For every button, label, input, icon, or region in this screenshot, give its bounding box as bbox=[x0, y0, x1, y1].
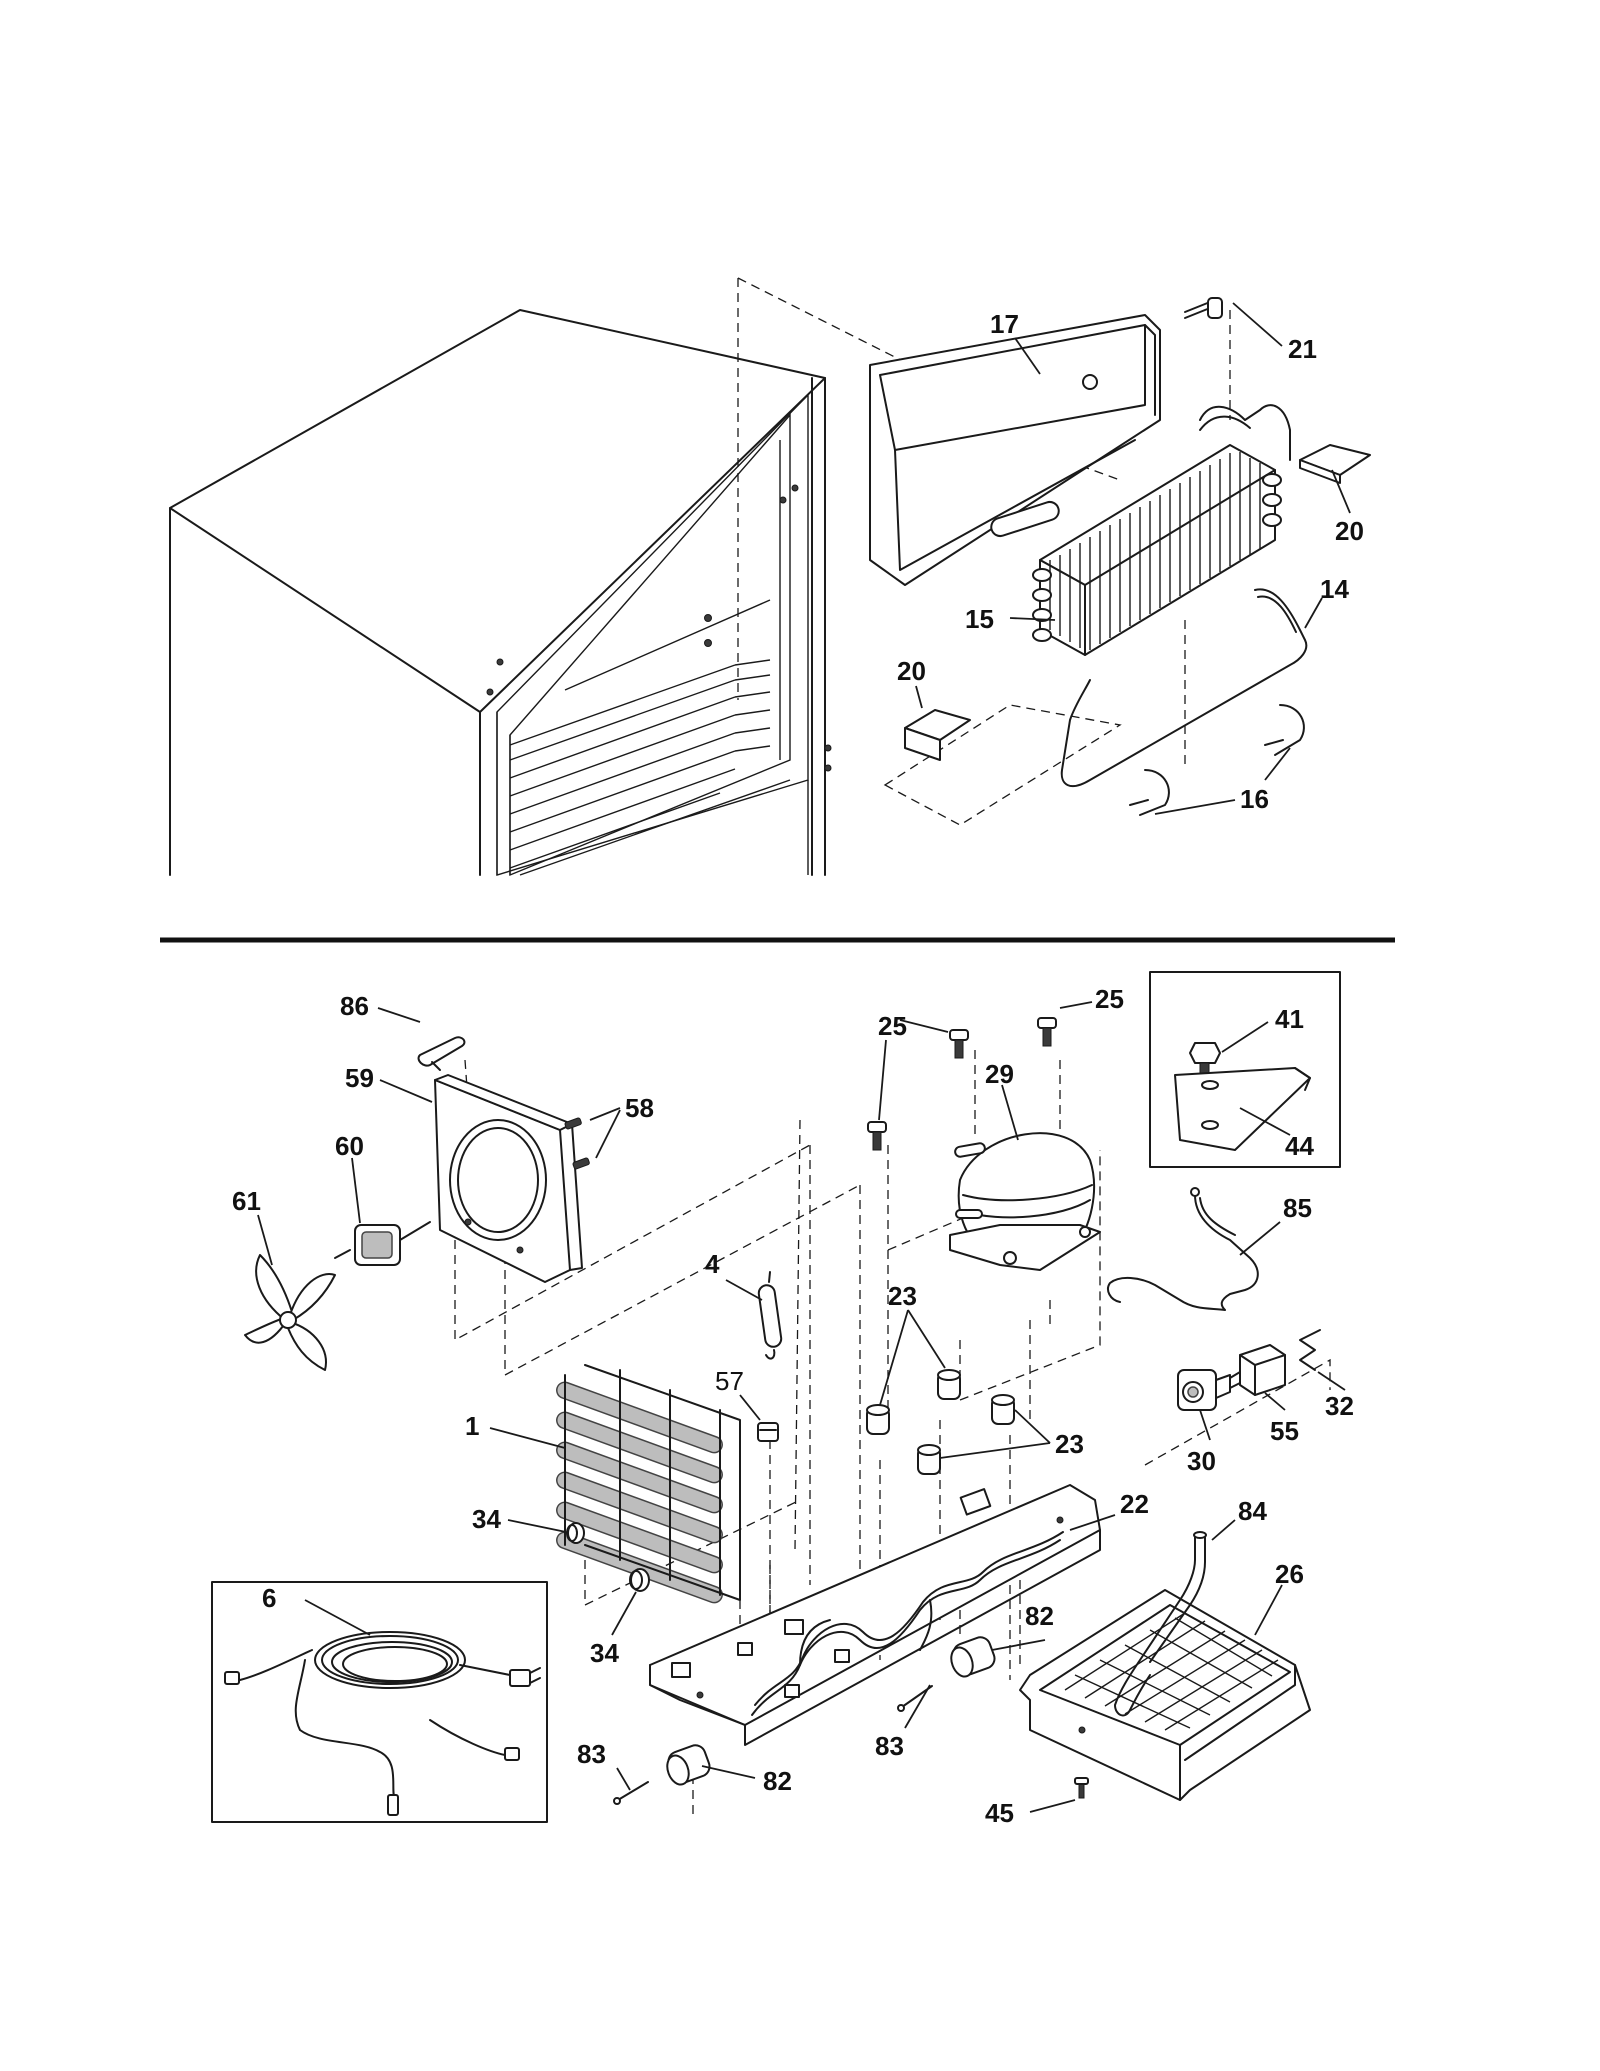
part-30-overload bbox=[1177, 1369, 1241, 1411]
label-4: 4 bbox=[705, 1249, 720, 1279]
part-17-shroud bbox=[869, 314, 1161, 586]
label-61: 61 bbox=[232, 1186, 261, 1216]
label-29: 29 bbox=[985, 1059, 1014, 1089]
part-85-tube bbox=[1107, 1187, 1259, 1311]
part-83-pin-left bbox=[613, 1781, 649, 1805]
label-23-lower: 23 bbox=[1055, 1429, 1084, 1459]
part-15-evaporator bbox=[1032, 444, 1282, 656]
part-57-clip bbox=[757, 1422, 779, 1442]
label-60: 60 bbox=[335, 1131, 364, 1161]
part-23-grommet-a bbox=[866, 1404, 890, 1435]
label-25-left: 25 bbox=[878, 1011, 907, 1041]
label-34-upper: 34 bbox=[472, 1504, 501, 1534]
label-82-left: 82 bbox=[763, 1766, 792, 1796]
part-1-condenser bbox=[556, 1364, 741, 1604]
part-6-harness bbox=[224, 1631, 541, 1816]
label-21: 21 bbox=[1288, 334, 1317, 364]
part-55-relay bbox=[1239, 1344, 1286, 1396]
label-86: 86 bbox=[340, 991, 369, 1021]
label-16: 16 bbox=[1240, 784, 1269, 814]
part-34-grommet-a bbox=[566, 1522, 585, 1544]
label-59: 59 bbox=[345, 1063, 374, 1093]
part-4-drier bbox=[757, 1271, 783, 1360]
part-34-grommet-b bbox=[629, 1568, 650, 1592]
part-25-screw-a bbox=[949, 1029, 969, 1059]
part-6-wiring-inset bbox=[211, 1581, 548, 1823]
part-82-foot-left bbox=[666, 1744, 711, 1786]
part-58-screws bbox=[564, 1107, 621, 1170]
label-20-lower: 20 bbox=[897, 656, 926, 686]
part-25-screw-b bbox=[1037, 1017, 1057, 1047]
label-44: 44 bbox=[1285, 1131, 1314, 1161]
label-1: 1 bbox=[465, 1411, 479, 1441]
label-58: 58 bbox=[625, 1093, 654, 1123]
label-25-right: 25 bbox=[1095, 984, 1124, 1014]
part-32-wire-clip bbox=[1299, 1329, 1321, 1371]
evaporator-tube-ends bbox=[1032, 473, 1282, 642]
label-41: 41 bbox=[1275, 1004, 1304, 1034]
part-16-clips bbox=[1129, 704, 1305, 816]
refrigerator-cabinet bbox=[169, 309, 832, 877]
label-17: 17 bbox=[990, 309, 1019, 339]
part-59-fan-shroud bbox=[434, 1074, 583, 1283]
part-26-drain-tray bbox=[1019, 1589, 1311, 1801]
label-23-upper: 23 bbox=[888, 1281, 917, 1311]
label-26: 26 bbox=[1275, 1559, 1304, 1589]
part-29-compressor bbox=[949, 1132, 1101, 1271]
part-14-heater bbox=[1060, 588, 1308, 788]
part-61-fan-blade bbox=[244, 1254, 336, 1371]
label-45: 45 bbox=[985, 1798, 1014, 1828]
part-82-foot-right bbox=[950, 1636, 996, 1678]
label-83-right: 83 bbox=[875, 1731, 904, 1761]
label-85: 85 bbox=[1283, 1193, 1312, 1223]
part-23-grommet-d bbox=[917, 1444, 941, 1475]
label-14: 14 bbox=[1320, 574, 1349, 604]
part-25-screw-c bbox=[867, 1121, 887, 1151]
label-84: 84 bbox=[1238, 1496, 1267, 1526]
part-86-clip bbox=[417, 1036, 466, 1071]
part-60-fan-motor bbox=[334, 1221, 431, 1266]
part-23-grommet-c bbox=[991, 1394, 1015, 1425]
label-6: 6 bbox=[262, 1583, 276, 1613]
part-21-tube-fitting bbox=[1184, 297, 1291, 461]
drain-tray-grid bbox=[1064, 1612, 1279, 1731]
part-45-screw bbox=[1074, 1777, 1089, 1799]
part-20-pad-upper bbox=[1299, 444, 1371, 484]
label-82-right: 82 bbox=[1025, 1601, 1054, 1631]
label-83-left: 83 bbox=[577, 1739, 606, 1769]
bottom-leaders bbox=[257, 1001, 1346, 1813]
label-55: 55 bbox=[1270, 1416, 1299, 1446]
cabinet-ribs bbox=[509, 659, 771, 869]
label-30: 30 bbox=[1187, 1446, 1216, 1476]
label-22: 22 bbox=[1120, 1489, 1149, 1519]
part-22-base-pan bbox=[649, 1484, 1101, 1746]
part-20-pad-lower bbox=[904, 709, 971, 761]
label-32: 32 bbox=[1325, 1391, 1354, 1421]
label-34-lower: 34 bbox=[590, 1638, 619, 1668]
label-20-upper: 20 bbox=[1335, 516, 1364, 546]
top-leaders bbox=[915, 302, 1351, 815]
part-84-drain-tube bbox=[1114, 1531, 1207, 1717]
label-15: 15 bbox=[965, 604, 994, 634]
label-57: 57 bbox=[715, 1366, 744, 1396]
part-41-bolt bbox=[1189, 1042, 1221, 1080]
part-23-grommet-b bbox=[937, 1369, 961, 1400]
